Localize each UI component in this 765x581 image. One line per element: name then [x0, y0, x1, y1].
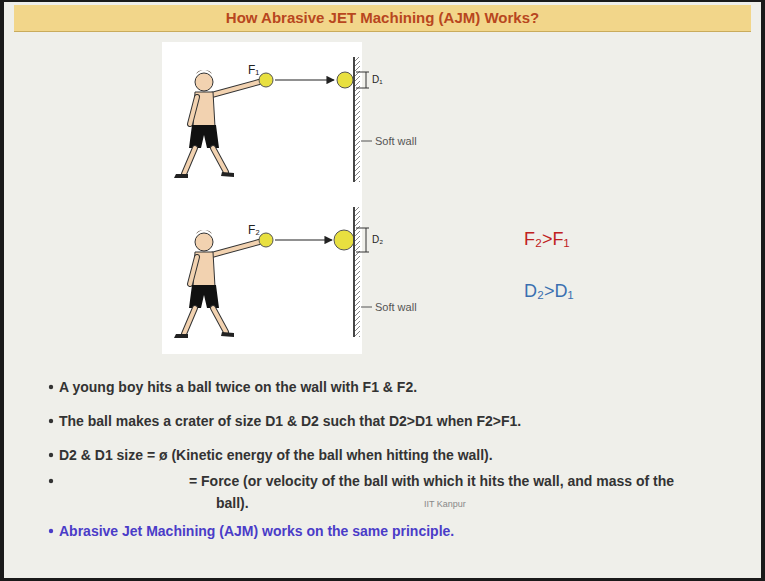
force-arrow: [275, 239, 332, 240]
bullet-text: The ball makes a crater of size D1 & D2 …: [59, 412, 521, 430]
ball: [259, 73, 273, 87]
force-label: F₂: [248, 222, 260, 238]
force-label: F₁: [248, 62, 259, 78]
force-arrow: [275, 79, 334, 80]
dimension-line: [356, 72, 369, 73]
wall-label: Soft wall: [375, 134, 417, 148]
scene-one: [174, 57, 372, 182]
slide-title: How Abrasive JET Machining (AJM) Works?: [14, 5, 751, 31]
crater-label: D₂: [372, 233, 383, 246]
picture-panel: [162, 42, 362, 354]
soft-wall: [354, 207, 360, 337]
crater-label: D₁: [372, 73, 383, 86]
bullet-dots: [49, 385, 53, 533]
ball: [259, 233, 273, 247]
dimension-line: [356, 228, 369, 229]
ball: [334, 230, 354, 250]
bullet-text: D2 & D1 size = ø (Kinetic energy of the …: [59, 446, 493, 464]
force-relation: F₂>F₁: [524, 228, 570, 251]
soft-wall: [354, 57, 360, 182]
bullet-text: A young boy hits a ball twice on the wal…: [59, 378, 417, 396]
leader-line: [361, 307, 372, 308]
wall-label: Soft wall: [375, 300, 417, 314]
title-band: How Abrasive JET Machining (AJM) Works?: [14, 5, 751, 32]
illustration: [4, 2, 761, 578]
scene-two: [174, 207, 372, 338]
slide-background: How Abrasive JET Machining (AJM) Works? …: [4, 2, 761, 578]
crater-relation: D₂>D₁: [524, 280, 574, 303]
ball: [337, 72, 353, 88]
leader-line: [361, 141, 372, 142]
conclusion-text: Abrasive Jet Machining (AJM) works on th…: [59, 522, 454, 540]
watermark: IIT Kanpur: [424, 498, 466, 510]
